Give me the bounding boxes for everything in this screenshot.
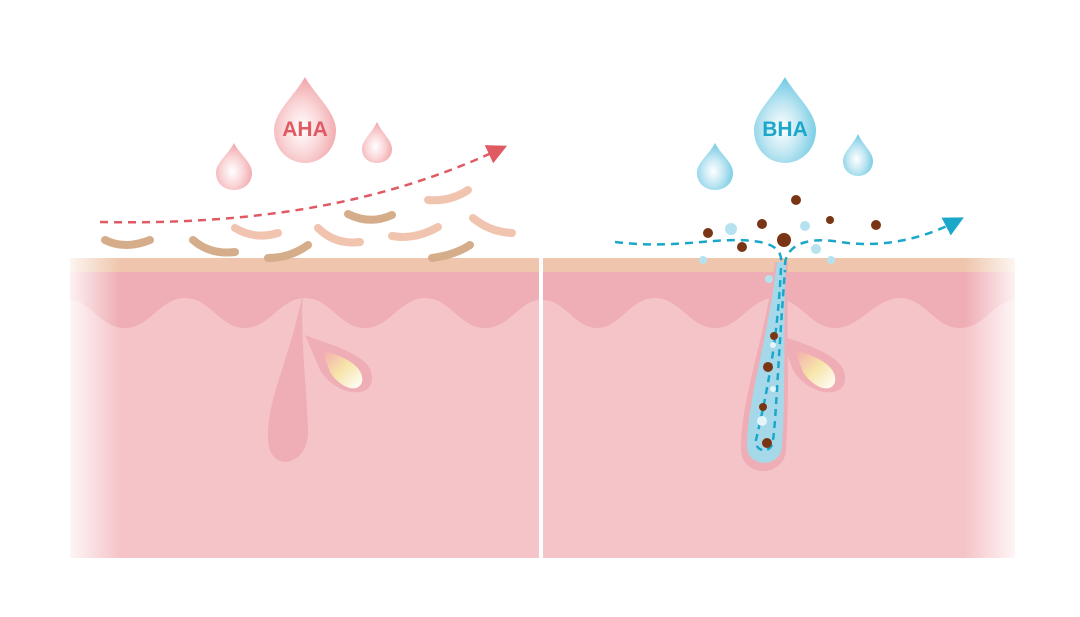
drop-small-left xyxy=(216,143,252,190)
drop-small-right xyxy=(362,122,392,163)
sebum xyxy=(795,350,836,389)
skin-cross-section xyxy=(60,250,1025,570)
drop-large xyxy=(274,77,336,163)
bha-label: BHA xyxy=(762,118,808,141)
drop-large xyxy=(754,77,816,163)
dead-skin-flakes xyxy=(101,186,516,262)
drop-small-right xyxy=(843,134,873,176)
hair-follicle xyxy=(267,292,309,462)
bha-bubbles xyxy=(699,221,835,426)
right-fade xyxy=(965,250,1025,570)
aha-label: AHA xyxy=(282,118,328,141)
sebum xyxy=(322,350,363,389)
aha-panel: AHA xyxy=(99,77,516,462)
bha-drops xyxy=(697,77,873,190)
bha-penetration-arrow xyxy=(614,222,955,266)
panel-divider xyxy=(539,255,543,560)
oil-debris-particles xyxy=(703,195,881,448)
aha-drops xyxy=(216,77,392,190)
bha-panel: BHA xyxy=(614,77,955,471)
drop-small-left xyxy=(697,143,733,190)
left-fade xyxy=(60,250,120,570)
exfoliation-arrow xyxy=(99,145,508,224)
